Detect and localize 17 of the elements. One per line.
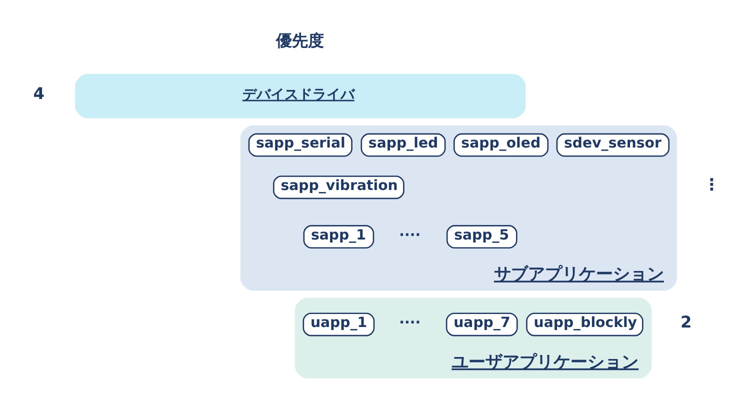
node-box: sdev_sensor: [556, 132, 670, 156]
label: ⋮: [704, 174, 720, 194]
node-box: sapp_led: [360, 132, 446, 156]
node-box: sapp_vibration: [273, 175, 404, 199]
label: ····: [399, 314, 421, 331]
node-box: uapp_7: [446, 312, 518, 336]
node-box: sapp_5: [446, 224, 518, 248]
node-box: sapp_oled: [453, 132, 549, 156]
node-box: デバイスドライバ: [75, 73, 526, 118]
label: 4: [33, 83, 44, 102]
node-box: uapp_blockly: [526, 312, 644, 336]
node-box: sapp_1: [303, 224, 374, 248]
node-box: sapp_serial: [248, 132, 352, 156]
label: ····: [399, 226, 421, 243]
label: 優先度: [276, 30, 324, 50]
label: 2: [680, 312, 692, 331]
node-box: uapp_1: [302, 312, 375, 336]
